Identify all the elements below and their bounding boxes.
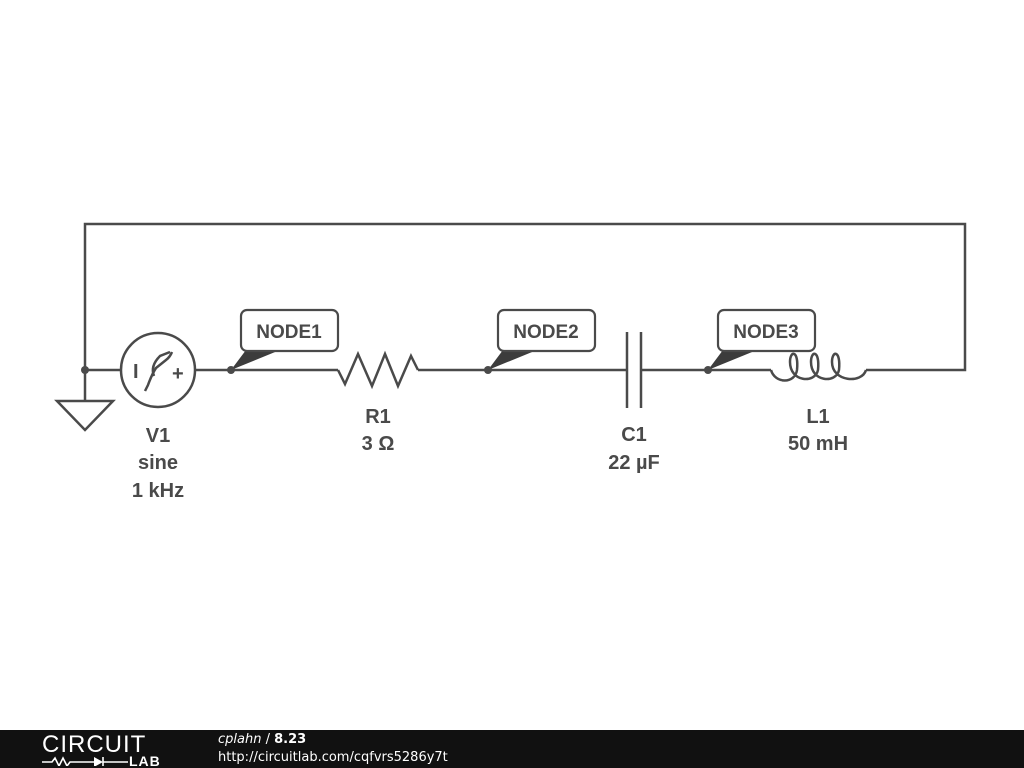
inductor-l1[interactable] [769,352,868,382]
schematic-url-link[interactable]: http://circuitlab.com/cqfvrs5286y7t [218,750,448,765]
resistor-r1[interactable] [336,350,420,390]
voltage-source-v1[interactable]: I + [119,331,197,409]
author-separator: / [265,732,270,747]
schematic-version: 8.23 [274,732,307,747]
footer-bar: CIRCUIT LAB cplahn / 8.23 http://circuit… [0,730,1024,768]
v1-frequency-label: 1 kHz [132,480,184,502]
source-minus-sign: I [133,361,139,383]
junction-dot-node1 [227,366,235,374]
r1-name-label: R1 [365,406,391,428]
footer-author-line: cplahn / 8.23 [218,732,306,747]
l1-name-label: L1 [806,406,829,428]
top-return-wire [83,222,967,372]
c1-value-label: 22 µF [608,452,660,474]
circuitlab-logo[interactable]: CIRCUIT LAB [42,732,177,766]
junction-dot-node3 [704,366,712,374]
node-tag-node3[interactable]: NODE3 [708,308,817,370]
source-plus-sign: + [172,363,184,385]
schematic-canvas[interactable]: I + V1 sine 1 kHz R1 3 Ω C1 22 µF L1 50 … [0,0,1024,730]
author-username[interactable]: cplahn [218,732,262,747]
node-tag-node2[interactable]: NODE2 [488,308,597,370]
logo-diode-icon [94,757,103,766]
l1-value-label: 50 mH [788,433,848,455]
v1-name-label: V1 [146,425,170,447]
ground-symbol[interactable] [54,370,116,432]
logo-wordmark-top: CIRCUIT [42,732,146,758]
node-tag-node1[interactable]: NODE1 [231,308,340,370]
v1-type-label: sine [138,452,178,474]
capacitor-c1[interactable] [625,332,643,408]
c1-name-label: C1 [621,424,647,446]
junction-dot-node2 [484,366,492,374]
svg-text:NODE2: NODE2 [513,322,578,343]
logo-wordmark-bottom: LAB [129,753,161,766]
svg-text:NODE3: NODE3 [733,322,798,343]
logo-resistor-icon [42,756,94,766]
junction-dot-ground [81,366,89,374]
r1-value-label: 3 Ω [362,433,395,455]
svg-text:NODE1: NODE1 [256,322,322,343]
